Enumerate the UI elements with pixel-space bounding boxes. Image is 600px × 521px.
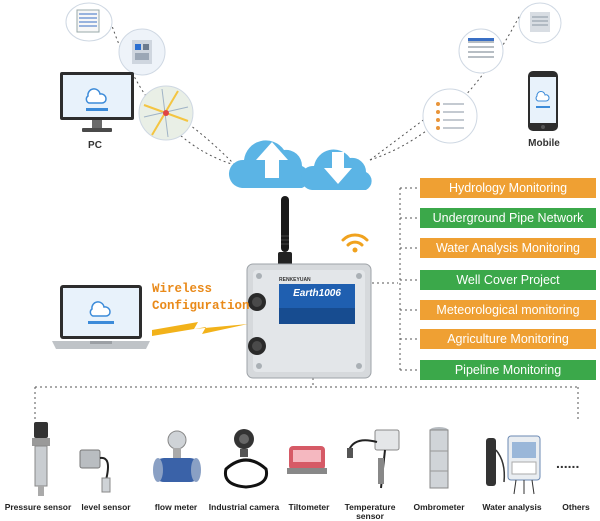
sensor-label-flow-meter: flow meter [154, 502, 198, 512]
app-hydrology-monitoring: Hydrology Monitoring [420, 178, 596, 198]
mobile-phone-icon [527, 70, 559, 132]
sensor-label-tiltometer: Tiltometer [288, 502, 330, 512]
camera-icon [220, 425, 272, 491]
gateway-antenna [274, 196, 296, 270]
pc-label: PC [88, 140, 102, 151]
ellipsis-icon: ...... [556, 455, 580, 471]
gateway-device [245, 262, 373, 380]
table-screenshot-thumbnail [458, 28, 504, 74]
cloud-upload-icon [228, 130, 316, 192]
tiltometer-icon [285, 440, 329, 478]
flow-meter-icon [150, 430, 204, 486]
app-pipeline-monitoring: Pipeline Monitoring [420, 360, 596, 380]
ombrometer-icon [428, 425, 450, 493]
sensor-label-pressure: Pressure sensor [4, 502, 72, 512]
wifi-icon [340, 230, 370, 254]
sensor-label-temperature: Temperature sensor [344, 502, 396, 521]
temperature-sensor-icon [345, 428, 403, 490]
map-screenshot-thumbnail [138, 85, 194, 141]
pressure-sensor-icon [26, 420, 56, 500]
sensor-label-camera: Industrial camera [208, 502, 280, 512]
level-sensor-icon [76, 436, 120, 494]
wireless-label-line2: Configuration [152, 299, 250, 313]
sensor-label-ombrometer: Ombrometer [413, 502, 465, 512]
device-brand: RENKEYUAN [279, 277, 311, 283]
device-model: Earth1006 [293, 288, 341, 299]
app-meteorological-monitoring: Meteorological monitoring [420, 300, 596, 320]
pc-monitor-icon [58, 70, 136, 136]
list-screenshot-thumbnail [422, 88, 478, 144]
sensor-label-others: Others [562, 502, 590, 512]
app-water-analysis-monitoring: Water Analysis Monitoring [420, 238, 596, 258]
sensor-label-water-analysis: Water analysis [482, 502, 542, 512]
cloud-download-icon [300, 140, 380, 192]
laptop-icon [50, 283, 152, 353]
app-well-cover-project: Well Cover Project [420, 270, 596, 290]
wireless-label-line1: Wireless [152, 282, 213, 296]
report-screenshot-thumbnail [65, 2, 113, 42]
sensor-label-level: level sensor [81, 502, 131, 512]
app-underground-pipe-network: Underground Pipe Network [420, 208, 596, 228]
mobile-label: Mobile [528, 138, 560, 149]
water-analysis-icon [480, 432, 542, 496]
mobile-screenshot-thumbnail [518, 2, 562, 44]
lightning-icon [150, 314, 250, 340]
data-screenshot-thumbnail [118, 28, 166, 76]
app-agriculture-monitoring: Agriculture Monitoring [420, 329, 596, 349]
